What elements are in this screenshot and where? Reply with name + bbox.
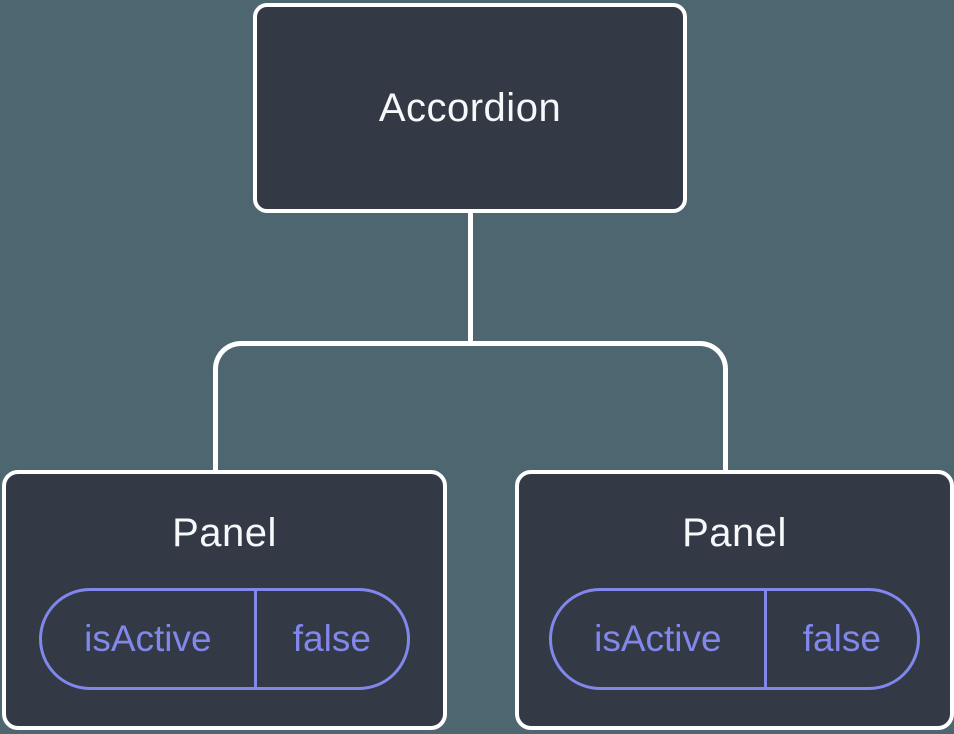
panel-right-label: Panel — [682, 511, 787, 555]
panel-left-label: Panel — [172, 511, 277, 555]
panel-right-state-pill: isActive false — [549, 588, 920, 690]
panel-node-right: Panel isActive false — [515, 470, 954, 730]
panel-node-left: Panel isActive false — [2, 470, 447, 730]
accordion-node-label: Accordion — [378, 86, 562, 130]
state-key: isActive — [552, 591, 767, 687]
state-key: isActive — [42, 591, 257, 687]
accordion-node: Accordion — [253, 3, 687, 213]
state-value: false — [802, 618, 881, 659]
connector-bracket — [213, 341, 728, 470]
connector-stem — [468, 211, 473, 343]
state-value: false — [292, 618, 371, 659]
panel-left-state-pill: isActive false — [39, 588, 410, 690]
